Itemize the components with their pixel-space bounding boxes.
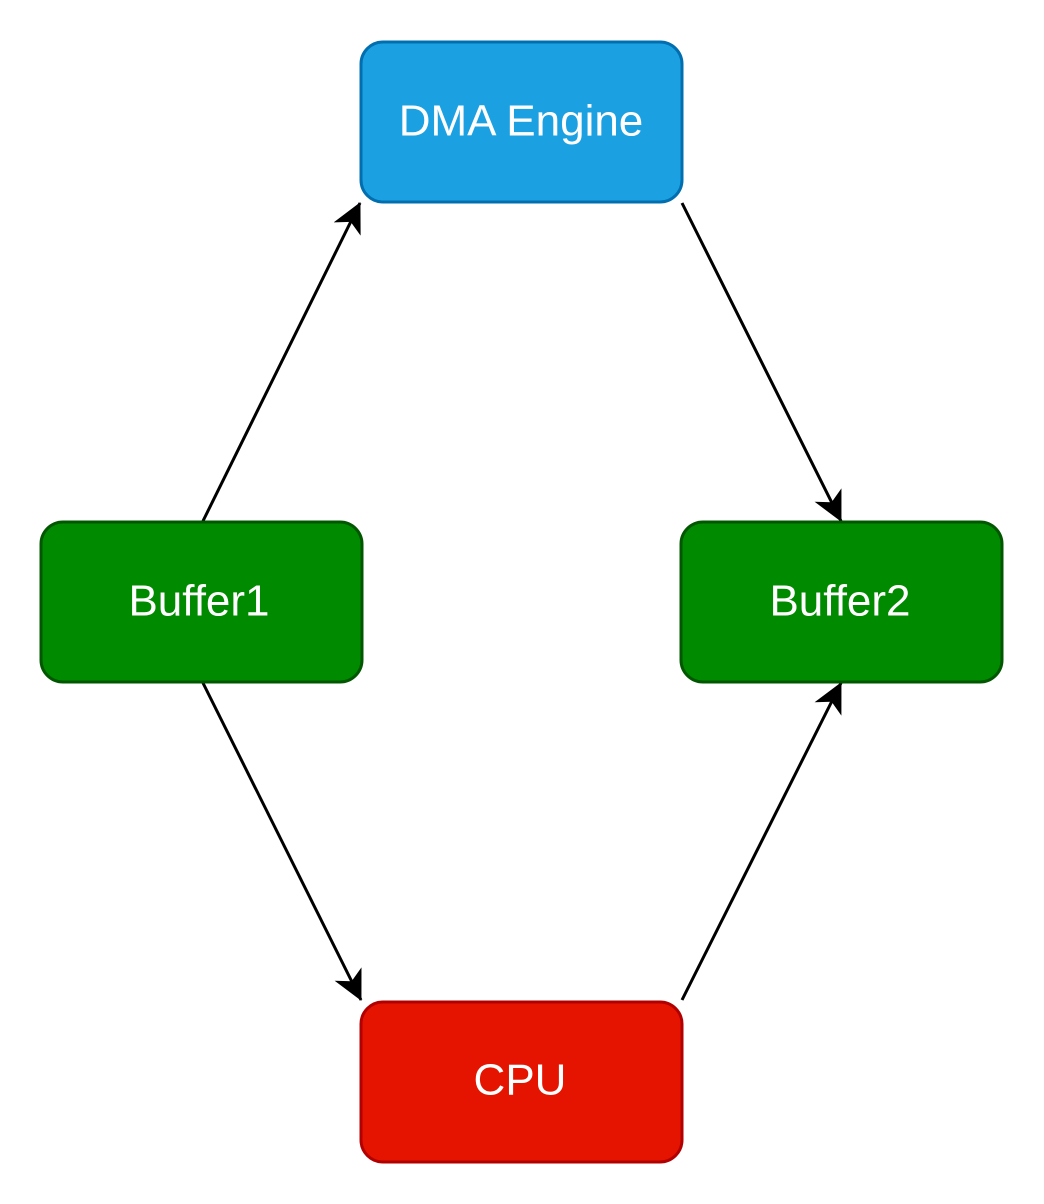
edge-cpu-to-buffer2	[680, 682, 843, 1001]
edge-buffer1-to-cpu	[201, 682, 363, 1001]
node-cpu[interactable]: CPU	[359, 1000, 684, 1164]
edge-dma-engine-to-buffer2	[680, 202, 843, 522]
node-cpu-label: CPU	[474, 1056, 567, 1105]
node-buffer2-box	[679, 520, 1004, 684]
edge-buffer1-to-dma-engine	[201, 202, 362, 522]
node-buffer2[interactable]: Buffer2	[679, 520, 1004, 684]
node-cpu-box	[359, 1000, 684, 1164]
node-buffer1-label: Buffer1	[128, 577, 269, 626]
node-buffer2-label: Buffer2	[769, 577, 910, 626]
node-dma-engine-box	[359, 40, 684, 204]
node-dma-engine-label: DMA Engine	[399, 97, 644, 146]
edges-group	[201, 202, 843, 1001]
node-buffer1-box	[39, 520, 364, 684]
node-dma-engine[interactable]: DMA Engine	[359, 40, 684, 204]
node-buffer1[interactable]: Buffer1	[39, 520, 364, 684]
